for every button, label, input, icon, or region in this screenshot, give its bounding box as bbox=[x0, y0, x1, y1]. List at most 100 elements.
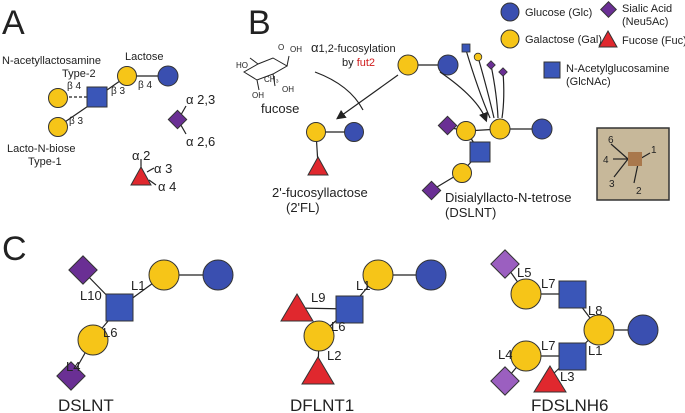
fucose-structure bbox=[243, 55, 290, 91]
2fl-abbr: (2'FL) bbox=[286, 200, 320, 215]
fucose-label: fucose bbox=[261, 101, 299, 116]
fucosylation-label: α1,2-fucosylation bbox=[311, 40, 396, 55]
glucose-node bbox=[202, 259, 234, 291]
position-label: 3 bbox=[609, 179, 615, 190]
structure-label: O bbox=[278, 43, 284, 52]
lnb-label: Lacto-N-biose bbox=[7, 143, 75, 155]
sialic-acid-node bbox=[490, 366, 520, 396]
structure-label: OH bbox=[252, 91, 264, 100]
lactosamine-label: N-acetyllactosamine bbox=[2, 55, 101, 67]
galactose-node bbox=[452, 163, 472, 183]
dslnt-name: Disialyllacto-N-tetrose bbox=[445, 190, 571, 205]
structure-name: DSLNT bbox=[58, 396, 114, 413]
fucose-node bbox=[130, 165, 152, 186]
glcnac-node bbox=[86, 86, 108, 108]
link-label: L9 bbox=[311, 290, 325, 305]
linkage-center-node bbox=[628, 152, 642, 166]
link-label: L1 bbox=[356, 278, 370, 293]
link-label: L1 bbox=[131, 278, 145, 293]
structure-label: OH bbox=[290, 45, 302, 54]
structure-label: OH bbox=[282, 85, 294, 94]
glcnac-node bbox=[469, 141, 491, 163]
galactose-node bbox=[77, 324, 109, 356]
link-label: L8 bbox=[588, 303, 602, 318]
a4-label: α 4 bbox=[158, 179, 176, 194]
link-label: L7 bbox=[541, 276, 555, 291]
link-label: L6 bbox=[331, 319, 345, 334]
lactose-label: Lactose bbox=[125, 51, 164, 63]
glucose-node bbox=[344, 122, 364, 142]
legend-galactose: Galactose (Gal) bbox=[525, 34, 602, 46]
legend-glcnac-2: (GlcNAc) bbox=[566, 76, 611, 88]
legend-glucose: Glucose (Glc) bbox=[525, 7, 592, 19]
glucose-node bbox=[627, 314, 659, 346]
a23-label: α 2,3 bbox=[186, 92, 215, 107]
glcnac-node bbox=[558, 342, 587, 371]
fucose-node bbox=[301, 356, 335, 385]
fucose-node bbox=[280, 293, 314, 322]
sialic-acid-node bbox=[68, 255, 98, 285]
link-label: L7 bbox=[541, 338, 555, 353]
structure-name: DFLNT1 bbox=[290, 396, 354, 413]
legend-sialic-2: (Neu5Ac) bbox=[622, 16, 668, 28]
b3-link-label: β 3 bbox=[69, 116, 84, 127]
sialic-acid-node bbox=[421, 180, 442, 201]
glcnac-icon bbox=[543, 61, 561, 79]
link-label: L4 bbox=[498, 347, 512, 362]
sialic-acid-node bbox=[490, 249, 520, 279]
fut2-gene-label: fut2 bbox=[357, 57, 375, 69]
panel-label-c: C bbox=[2, 230, 27, 268]
link-label: L6 bbox=[103, 325, 117, 340]
legend-glcnac-1: N-Acetylglucosamine bbox=[566, 63, 669, 75]
type1-label: Type-1 bbox=[28, 156, 62, 168]
link-label: L2 bbox=[327, 348, 341, 363]
b4-link-label: β 4 bbox=[138, 80, 153, 91]
sialic-acid-node bbox=[486, 60, 496, 70]
galactose-node bbox=[48, 88, 68, 108]
a2-label: α 2 bbox=[132, 148, 150, 163]
panel-label-b: B bbox=[248, 4, 271, 42]
galactose-node bbox=[456, 121, 476, 141]
2fl-name: 2'-fucosyllactose bbox=[272, 185, 368, 200]
position-label: 1 bbox=[651, 145, 657, 156]
galactose-node bbox=[48, 117, 68, 137]
galactose-node bbox=[473, 52, 483, 62]
galactose-node bbox=[117, 66, 137, 86]
galactose-node bbox=[489, 118, 511, 140]
sialic-acid-node bbox=[498, 67, 508, 77]
sialic-acid-node bbox=[56, 361, 86, 391]
galactose-node bbox=[510, 278, 542, 310]
legend-sialic-1: Sialic Acid bbox=[622, 3, 672, 15]
a3-label: α 3 bbox=[154, 161, 172, 176]
glucose-node bbox=[437, 54, 459, 76]
structure-label: HO bbox=[236, 61, 248, 70]
link-label: L3 bbox=[560, 369, 574, 384]
link-label: L5 bbox=[517, 265, 531, 280]
position-label: 6 bbox=[608, 135, 614, 146]
by-fut2-label: by fut2 bbox=[342, 57, 375, 69]
dslnt-abbr: (DSLNT) bbox=[445, 205, 496, 220]
galactose-node bbox=[583, 314, 615, 346]
a26-label: α 2,6 bbox=[186, 134, 215, 149]
structure-name: FDSLNH6 bbox=[531, 396, 608, 413]
galactose-node bbox=[306, 122, 326, 142]
sialic-acid-node bbox=[167, 109, 188, 130]
link-label: L10 bbox=[80, 288, 102, 303]
position-label: 2 bbox=[636, 186, 642, 197]
glucose-node bbox=[157, 65, 179, 87]
galactose-node bbox=[362, 259, 394, 291]
glcnac-node bbox=[335, 295, 364, 324]
fucose-node bbox=[533, 365, 567, 393]
link-label: L4 bbox=[66, 359, 80, 374]
link-label: L1 bbox=[588, 343, 602, 358]
position-label: 4 bbox=[603, 155, 609, 166]
legend-fucose: Fucose (Fuc) bbox=[622, 35, 685, 47]
glucose-node bbox=[415, 259, 447, 291]
galactose-node bbox=[397, 54, 419, 76]
type2-label: Type-2 bbox=[62, 68, 96, 80]
panel-label-a: A bbox=[2, 4, 25, 42]
galactose-node bbox=[148, 259, 180, 291]
glucose-node bbox=[531, 118, 553, 140]
b3-link-label: β 3 bbox=[111, 86, 126, 97]
